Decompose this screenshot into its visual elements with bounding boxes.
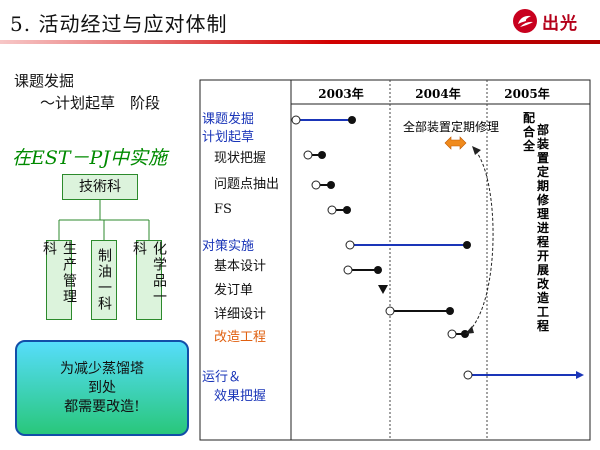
task-label: 运行＆ bbox=[202, 370, 241, 385]
org-top-technical-dept: 技術科 bbox=[62, 174, 138, 200]
milestone-order-icon bbox=[378, 285, 388, 294]
year-header-2004: 2004年 bbox=[415, 86, 460, 101]
logo-icon bbox=[513, 9, 537, 33]
task-label: 课题发掘 bbox=[202, 111, 254, 127]
note-line: 为减少蒸馏塔 bbox=[60, 360, 144, 377]
note-line: 到处 bbox=[88, 379, 116, 396]
task-label: 改造工程 bbox=[214, 330, 266, 345]
bar-current-state bbox=[303, 150, 326, 160]
est-pj-title: 在EST－PJ中实施 bbox=[12, 147, 167, 169]
title-divider bbox=[0, 40, 600, 44]
note-line: 都需要改造! bbox=[64, 398, 140, 415]
bar-planning bbox=[291, 115, 356, 125]
phase-subtitle-line1: 课题发掘 bbox=[14, 72, 75, 90]
turnaround-label: 全部装置定期修理 bbox=[403, 119, 499, 134]
task-label: 发订单 bbox=[214, 282, 253, 298]
task-label: 基本设计 bbox=[214, 259, 266, 274]
logo-text: 出光 bbox=[542, 13, 578, 34]
org-unit-refining: 制油一科 bbox=[91, 240, 117, 320]
side-note-head: 配合全 bbox=[522, 110, 536, 153]
curved-link-arrow bbox=[468, 149, 494, 332]
arrowhead-top-icon bbox=[472, 146, 481, 155]
task-label: 现状把握 bbox=[214, 151, 266, 166]
task-label: 计划起草 bbox=[202, 130, 254, 145]
org-unit-chemicals: 化学品一科 bbox=[131, 240, 167, 320]
company-logo: 出光 bbox=[512, 8, 590, 34]
task-label: 详细设计 bbox=[214, 307, 266, 322]
bar-detail-design bbox=[385, 306, 454, 316]
year-header-2003: 2003年 bbox=[318, 86, 363, 101]
bar-operation-evaluation bbox=[463, 370, 584, 380]
note-box: 为减少蒸馏塔 到处 都需要改造! bbox=[15, 340, 189, 436]
slide-title: 5. 活动经过与应对体制 bbox=[10, 12, 228, 36]
task-label: 问题点抽出 bbox=[214, 177, 279, 192]
side-note-body: 部装置定期修理进程开展改造工程 bbox=[536, 122, 550, 333]
bar-basic-design bbox=[343, 265, 382, 275]
task-label: 效果把握 bbox=[214, 389, 266, 404]
bar-problem-extraction bbox=[311, 180, 335, 190]
year-header-2005: 2005年 bbox=[504, 86, 549, 101]
phase-subtitle-line2: ～计划起草 阶段 bbox=[40, 94, 161, 112]
bar-fs bbox=[327, 205, 351, 215]
bar-countermeasure bbox=[345, 240, 471, 250]
task-label: FS bbox=[214, 202, 232, 217]
arrowhead-bottom-icon bbox=[465, 326, 474, 334]
task-label: 对策实施 bbox=[202, 238, 254, 254]
double-arrow-icon bbox=[444, 136, 467, 150]
